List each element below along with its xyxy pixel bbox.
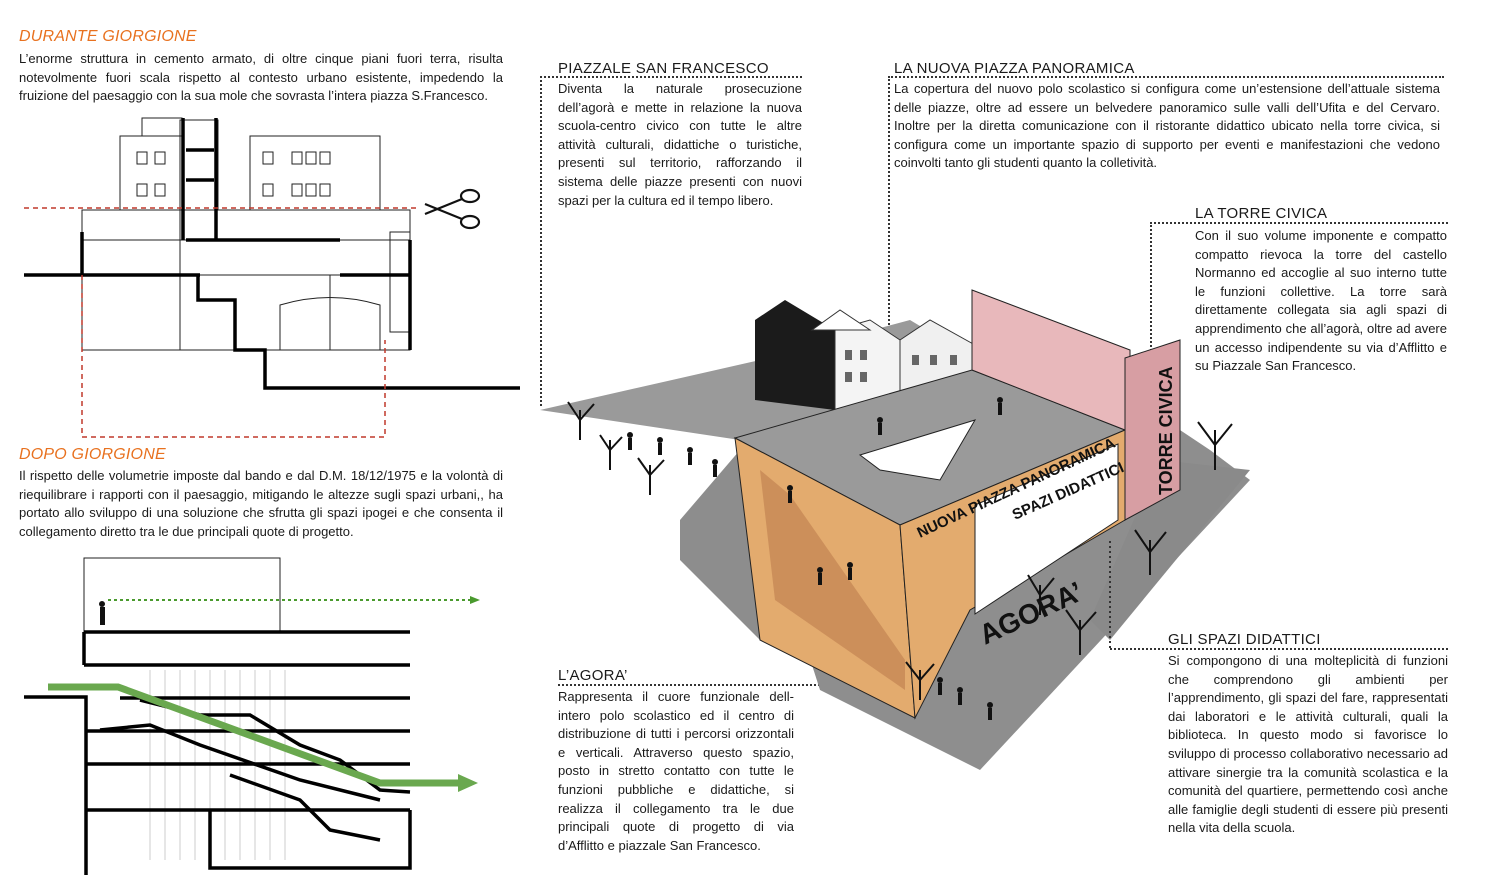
tree-silhouettes [567,401,1233,700]
person-silhouette [99,601,105,625]
agora-title: L’AGORA’ [558,667,628,684]
torre-title: LA TORRE CIVICA [1195,205,1328,222]
agora-text: Rappresenta il cuore funzionale dell-int… [558,689,794,853]
piazzale-text: Diventa la naturale prosecuzione dell’ag… [558,81,802,208]
spazi-title: GLI SPAZI DIDATTICI [1168,631,1321,648]
durante-title: DURANTE GIORGIONE [19,28,197,45]
tower-label: TORRE CIVICA [1156,366,1176,495]
background-houses [755,300,976,411]
piazza-panoramica-title: LA NUOVA PIAZZA PANORAMICA [894,60,1135,77]
dopo-title: DOPO GIORGIONE [19,446,166,463]
dopo-text: Il rispetto delle volumetrie imposte dal… [19,468,503,539]
torre-text: Con il suo volume imponente e compatto c… [1195,228,1447,374]
piazza-panoramica-text: La copertura del nuovo polo scolastico s… [894,81,1440,171]
piazzale-title: PIAZZALE SAN FRANCESCO [558,60,769,77]
spazi-text: Si compongono di una molteplicità di fun… [1168,653,1448,836]
dopo-section-drawing [24,557,480,875]
durante-section-drawing [24,117,520,438]
scissors-icon [424,188,481,230]
durante-text: L’enorme struttura in cemento armato, di… [19,51,503,104]
people-silhouettes [627,397,1003,720]
